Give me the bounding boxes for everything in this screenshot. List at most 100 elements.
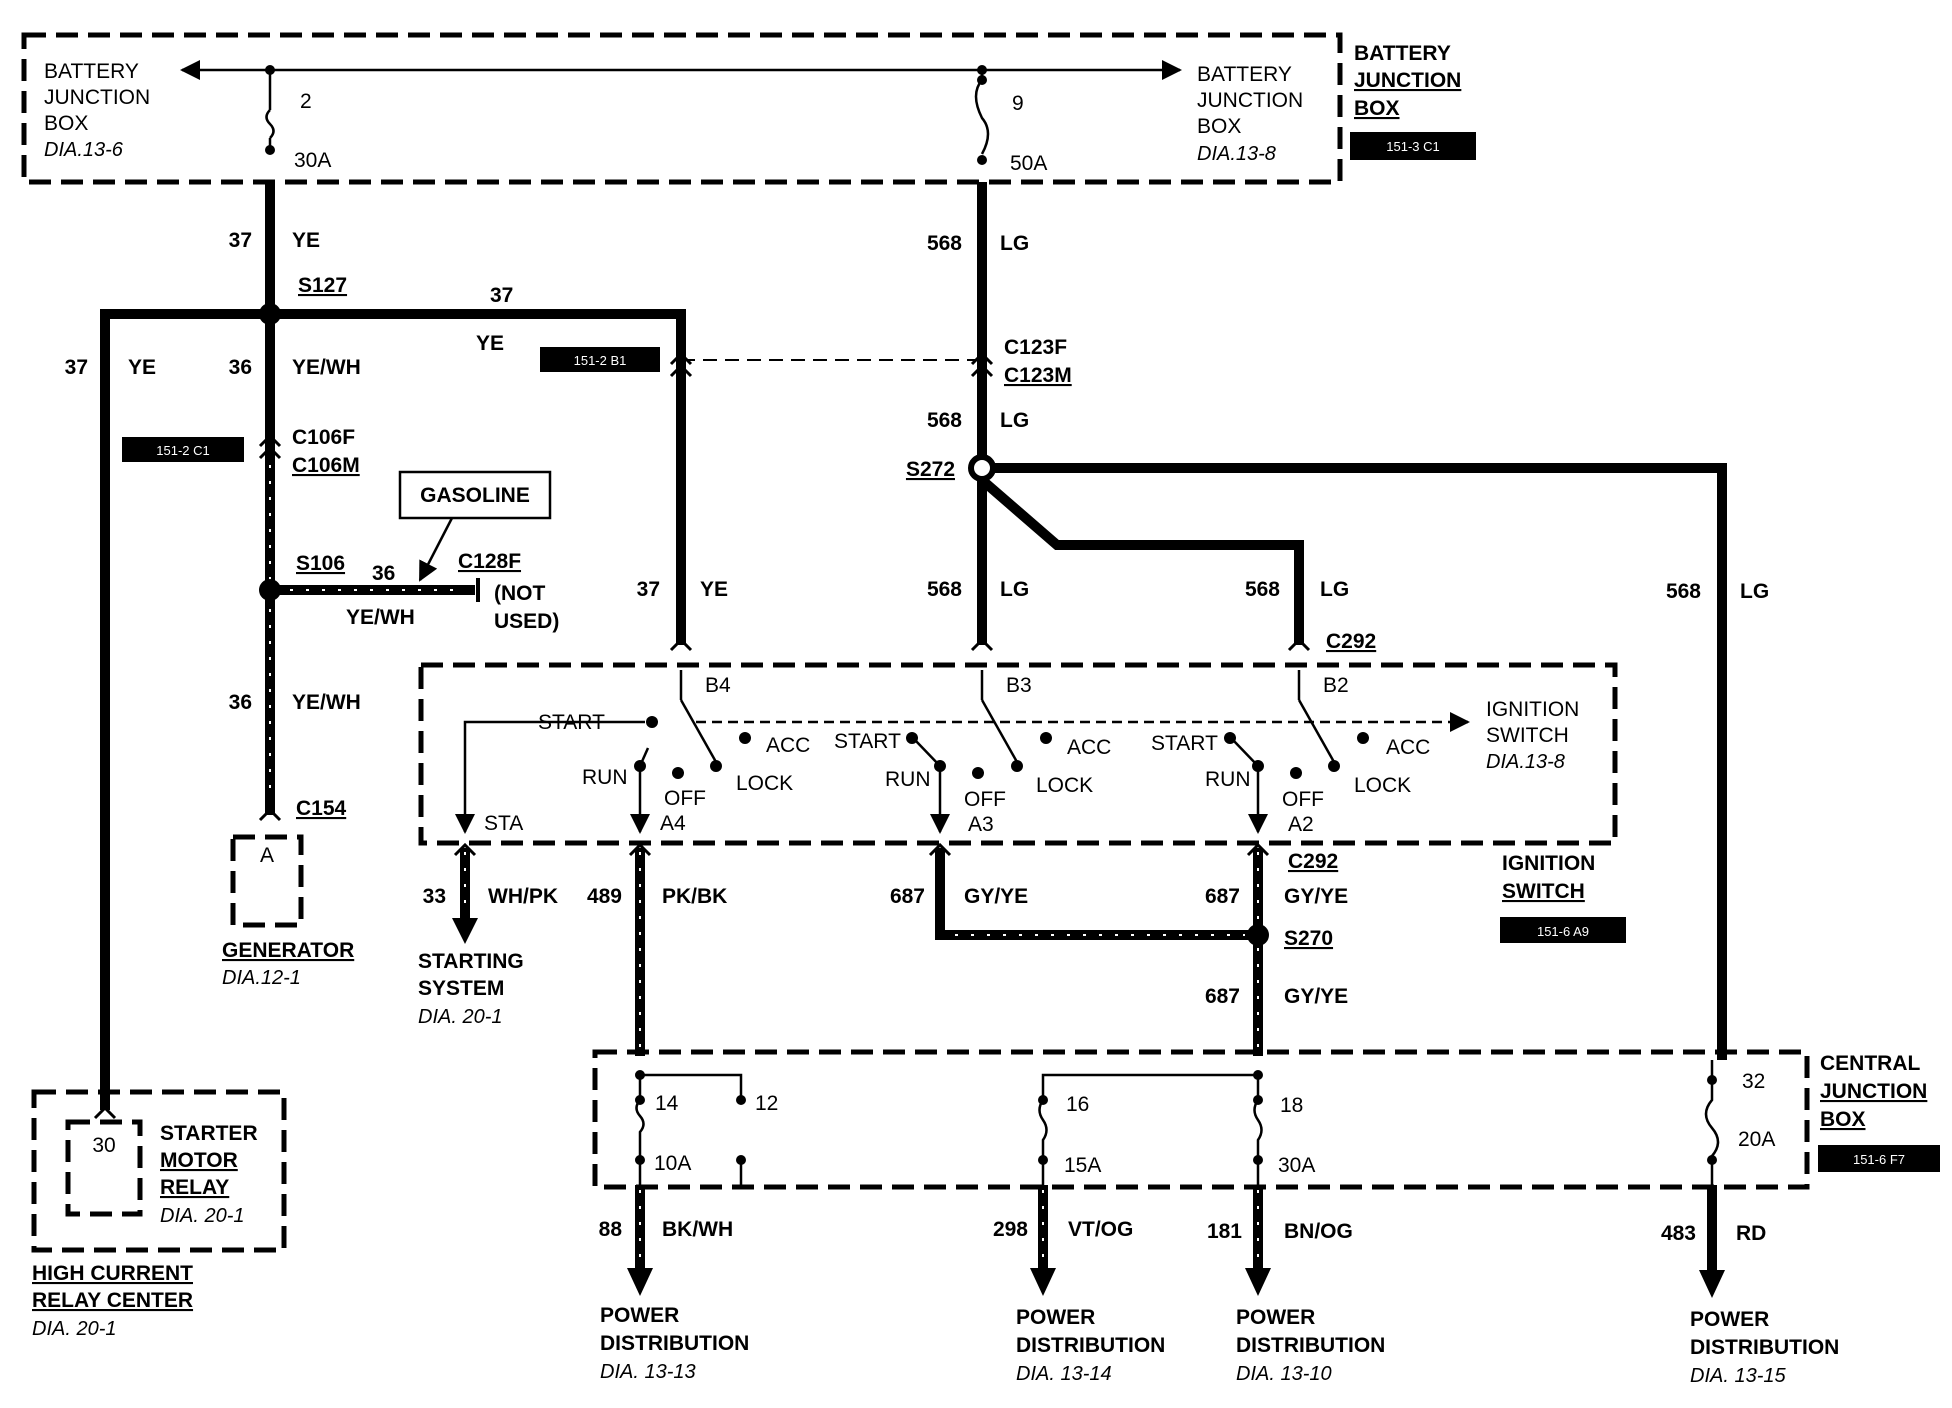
fuse-14-amp: 10A — [654, 1152, 691, 1175]
wire-298-color: VT/OG — [1068, 1218, 1133, 1241]
battery-junction-box-outline — [21, 32, 1343, 185]
ignition-title-line2: SWITCH — [1502, 880, 1585, 903]
bjb-left-line1: BATTERY — [44, 60, 139, 83]
wire-36-gas-color: YE/WH — [346, 606, 415, 629]
splice-s272-label: S272 — [906, 458, 955, 481]
switch-start-3: START — [1151, 732, 1218, 755]
wire-298-num: 298 — [993, 1218, 1028, 1241]
bjb-title-line1: BATTERY — [1354, 42, 1451, 65]
connector-chevron-icon — [93, 351, 1311, 1120]
starter-pin: 30 — [92, 1134, 115, 1157]
generator-label: GENERATOR — [222, 939, 354, 962]
bjb-title-line3: BOX — [1354, 97, 1400, 120]
splice-s270-label: S270 — [1284, 927, 1333, 950]
pd4-line1: POWER — [1690, 1308, 1769, 1331]
switch-a3: A3 — [968, 813, 994, 836]
wire-37-ye-branch — [270, 309, 686, 645]
wire-687-a2-num: 687 — [1205, 885, 1240, 908]
hcrc-ref: DIA. 20-1 — [32, 1318, 116, 1340]
fuse-32-amp: 20A — [1738, 1128, 1775, 1151]
generator-ref: DIA.12-1 — [222, 967, 301, 989]
starter-line1: STARTER — [160, 1122, 258, 1145]
switch-off-1: OFF — [664, 787, 706, 810]
wire-687-a3-color: GY/YE — [964, 885, 1028, 908]
bjb-left-line3: BOX — [44, 112, 88, 135]
wire-37-color: YE — [292, 229, 320, 252]
connector-c154: C154 — [296, 797, 347, 820]
connector-c292-top: C292 — [1326, 630, 1376, 653]
cjb-title-line1: CENTRAL — [1820, 1052, 1920, 1075]
pd4-ref: DIA. 13-15 — [1690, 1365, 1786, 1387]
pd1-line1: POWER — [600, 1304, 679, 1327]
switch-off-3: OFF — [1282, 788, 1324, 811]
ignition-line2: SWITCH — [1486, 724, 1569, 747]
wire-483-num: 483 — [1661, 1222, 1696, 1245]
wire-568-top-num: 568 — [927, 232, 962, 255]
switch-acc-2: ACC — [1067, 736, 1111, 759]
power-distribution-arrow-icon — [627, 1268, 653, 1296]
switch-sta: STA — [484, 812, 523, 835]
wire-568-b2-color: LG — [1320, 578, 1349, 601]
pd3-ref: DIA. 13-10 — [1236, 1363, 1332, 1385]
fuse-32-number: 32 — [1742, 1070, 1765, 1093]
ignition-title-line1: IGNITION — [1502, 852, 1595, 875]
tag-badge-151-3-c1 — [1350, 132, 1476, 160]
starting-system-line1: STARTING — [418, 950, 524, 973]
switch-a4: A4 — [660, 812, 686, 835]
ignition-line1: IGNITION — [1486, 698, 1579, 721]
starting-system-arrow-icon — [452, 918, 478, 944]
wire-568-mid-num: 568 — [927, 409, 962, 432]
power-distribution-arrow-icon — [1699, 1270, 1725, 1298]
generator-pin: A — [260, 844, 274, 867]
switch-contacts — [634, 716, 1369, 779]
fuse-2-amp: 30A — [294, 149, 331, 172]
wire-36-gas-num: 36 — [372, 562, 395, 585]
wire-568-b3-num: 568 — [927, 578, 962, 601]
switch-acc-3: ACC — [1386, 736, 1430, 759]
wire-568-top-color: LG — [1000, 232, 1029, 255]
switch-off-2: OFF — [964, 788, 1006, 811]
ignition-ref: DIA.13-8 — [1486, 751, 1565, 773]
fuse-14-number: 14 — [655, 1092, 679, 1115]
starter-relay-outline — [65, 1119, 143, 1217]
switch-b3: B3 — [1006, 674, 1032, 697]
wire-489-num: 489 — [587, 885, 622, 908]
wire-33-color: WH/PK — [488, 885, 558, 908]
switch-start-2: START — [834, 730, 901, 753]
power-distribution-arrow-icon — [1245, 1268, 1271, 1296]
bjb-right-ref: DIA.13-8 — [1197, 143, 1276, 165]
wire-88-color: BK/WH — [662, 1218, 733, 1241]
tag-151-2-c1: 151-2 C1 — [156, 443, 209, 458]
splice-s106 — [259, 579, 281, 601]
wire-37-left-color: YE — [128, 356, 156, 379]
tag-badge-151-2-c1 — [122, 437, 244, 462]
wire-181-num: 181 — [1207, 1220, 1242, 1243]
starter-line2: MOTOR — [160, 1149, 238, 1172]
splice-s272 — [968, 454, 996, 482]
splice-s127 — [259, 303, 281, 325]
switch-run-1: RUN — [582, 766, 628, 789]
wire-568-b3-color: LG — [1000, 578, 1029, 601]
pd2-line2: DISTRIBUTION — [1016, 1334, 1165, 1357]
gasoline-pointer — [418, 517, 454, 582]
gasoline-box — [398, 470, 552, 520]
wire-687-gy-ye-a3 — [935, 848, 1258, 940]
wire-36-upper-color: YE/WH — [292, 356, 361, 379]
wire-181-color: BN/OG — [1284, 1220, 1353, 1243]
ignition-switch-outline — [418, 662, 1618, 846]
wire-489-color: PK/BK — [662, 885, 727, 908]
tag-151-6-f7: 151-6 F7 — [1853, 1152, 1905, 1167]
high-current-relay-center-outline — [31, 1089, 287, 1253]
starting-system-line2: SYSTEM — [418, 977, 504, 1000]
tag-151-3-c1: 151-3 C1 — [1386, 139, 1439, 154]
switch-run-2: RUN — [885, 768, 931, 791]
fuse-12-number: 12 — [755, 1092, 778, 1115]
central-junction-box-outline — [592, 1049, 1810, 1190]
central-junction-box-internals — [635, 1060, 1720, 1185]
pd3-line1: POWER — [1236, 1306, 1315, 1329]
wire-37-branch-num: 37 — [490, 284, 513, 307]
tag-badge-151-2-b1 — [540, 347, 660, 372]
connector-c128f: C128F — [458, 550, 521, 573]
starting-system-ref: DIA. 20-1 — [418, 1006, 502, 1028]
switch-lock-1: LOCK — [736, 772, 793, 795]
